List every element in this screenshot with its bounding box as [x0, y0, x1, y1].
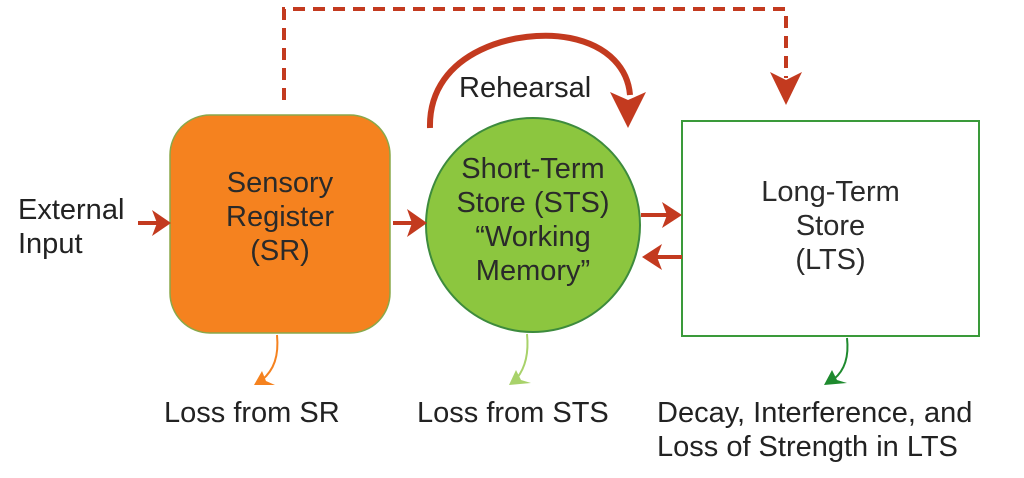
- rehearsal-label: Rehearsal: [459, 72, 592, 104]
- loss-from-sts-label: Loss from STS: [417, 397, 609, 429]
- input-to-sr-arrow: [138, 210, 171, 236]
- external-input-line1: External: [18, 194, 125, 226]
- sr-to-sts-arrow: [393, 209, 427, 237]
- loss-from-sts-arrow: [509, 333, 531, 385]
- sts-line2: Store (STS): [456, 187, 610, 219]
- sts-line1: Short-Term: [461, 153, 605, 185]
- sensory-register-line1: Sensory: [226, 167, 334, 199]
- loss-from-lts-label: Decay, Interference, and Loss of Strengt…: [657, 396, 972, 464]
- loss-lts-line2: Loss of Strength in LTS: [657, 431, 958, 463]
- sts-line4: Memory”: [475, 255, 591, 287]
- sensory-register-label: Sensory Register (SR): [170, 166, 390, 268]
- loss-from-sr-label: Loss from SR: [164, 397, 340, 429]
- sensory-register-box: [169, 114, 391, 334]
- rehearsal-loop-arrow: [426, 32, 646, 129]
- loss-from-lts-arrow: [824, 337, 849, 385]
- short-term-store-circle: [425, 117, 641, 333]
- sts-line3: “Working: [475, 221, 591, 253]
- long-term-store-box: [681, 120, 980, 337]
- sensory-register-line3: (SR): [250, 235, 310, 267]
- lts-line3: (LTS): [795, 244, 866, 276]
- external-input-line2: Input: [18, 228, 83, 260]
- loss-from-sr-arrow: [254, 334, 279, 385]
- sts-to-lts-arrow: [641, 202, 682, 228]
- loss-lts-line1: Decay, Interference, and: [657, 397, 973, 429]
- lts-line1: Long-Term: [761, 176, 900, 208]
- long-term-store-label: Long-Term Store (LTS): [682, 175, 979, 277]
- sensory-register-line2: Register: [226, 201, 334, 233]
- short-term-store-label: Short-Term Store (STS) “Working Memory”: [426, 152, 640, 288]
- lts-to-sts-arrow: [642, 244, 682, 270]
- lts-line2: Store: [795, 210, 866, 242]
- sr-to-lts-dashed-arrow: [282, 7, 802, 105]
- external-input-label: External Input: [18, 193, 124, 261]
